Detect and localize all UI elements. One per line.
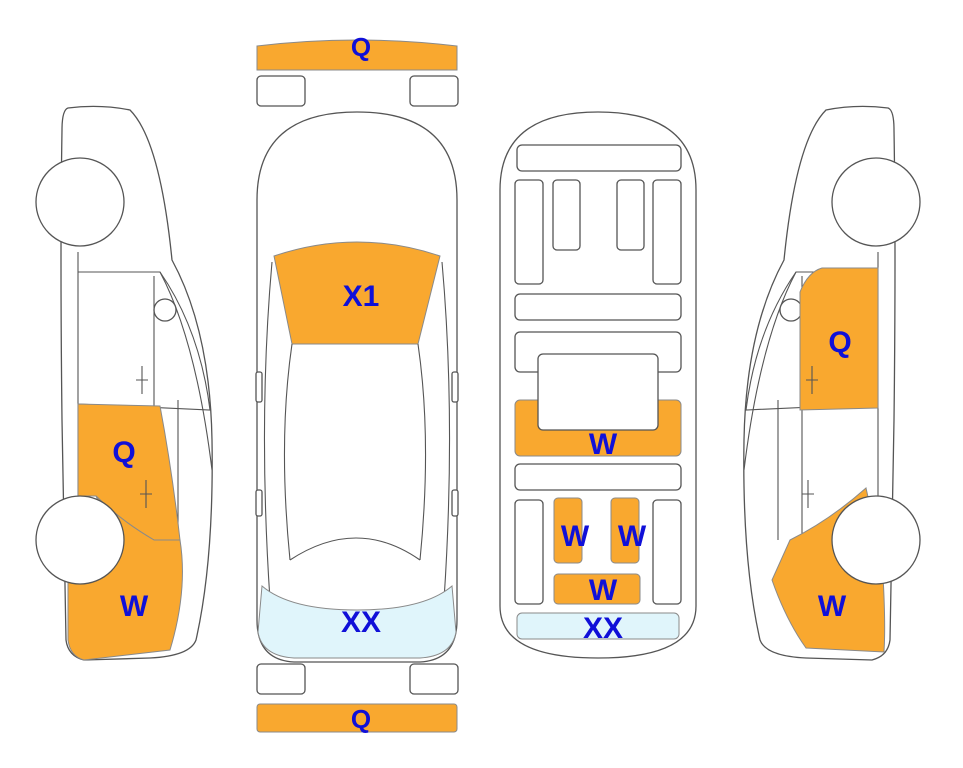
interior-right-seat-shape xyxy=(610,497,640,564)
cabin-left-inner xyxy=(283,343,293,561)
front-left-seat xyxy=(552,179,581,251)
interior-left-seat-zone[interactable]: W xyxy=(553,497,590,564)
right-handle xyxy=(451,489,459,517)
left-mirror xyxy=(153,298,177,322)
right-door-label: Q xyxy=(828,326,851,359)
windshield-shape xyxy=(257,584,457,659)
front-bumper-shape xyxy=(256,39,458,71)
left-pillar xyxy=(159,271,213,471)
interior-right-seat-label: W xyxy=(618,520,647,553)
roof-rear-line xyxy=(289,537,421,561)
hood-label: X1 xyxy=(343,280,380,313)
rear-bench-bar xyxy=(514,463,682,491)
center-console-bar xyxy=(514,293,682,321)
interior-trunk-label: XX xyxy=(583,612,623,645)
right-rear-wheel xyxy=(831,495,921,585)
rear-bumper-shape xyxy=(256,703,458,733)
front-bumper-label: Q xyxy=(351,32,371,62)
front-bumper-zone[interactable]: Q xyxy=(256,32,458,71)
windshield-zone[interactable]: XX xyxy=(257,584,457,659)
cabin-left-line xyxy=(263,261,273,601)
interior-rear-label: W xyxy=(589,574,618,607)
front-left-door-panel xyxy=(514,179,544,285)
left-fender-label: W xyxy=(120,590,149,623)
dashboard xyxy=(516,144,682,172)
right-door-shape xyxy=(799,267,879,411)
rear-left-light xyxy=(256,663,306,695)
hood-shape xyxy=(273,241,441,345)
left-handle-1 xyxy=(136,366,148,394)
right-handle-1 xyxy=(806,366,818,394)
rear-right-light xyxy=(409,663,459,695)
right-mirror xyxy=(779,298,803,322)
front-right-light xyxy=(409,75,459,107)
interior-right-seat-zone[interactable]: W xyxy=(610,497,647,564)
interior-trunk-zone[interactable]: XX xyxy=(516,612,680,645)
sunroof xyxy=(537,353,659,431)
interior-trunk-shape xyxy=(516,612,680,640)
right-handle-2 xyxy=(802,480,814,508)
interior-left-seat-shape xyxy=(553,497,583,564)
left-handle xyxy=(255,489,263,517)
left-door-label: Q xyxy=(112,436,135,469)
windshield-label: XX xyxy=(341,606,381,639)
interior-view: W W W W XX xyxy=(499,111,697,659)
rear-bumper-zone[interactable]: Q xyxy=(256,703,458,734)
left-side-view: Q W xyxy=(35,105,213,661)
interior-rear-shape xyxy=(553,573,641,605)
rear-bumper-label: Q xyxy=(351,704,371,734)
right-fender-label: W xyxy=(818,590,847,623)
left-mirror xyxy=(255,371,263,403)
left-window-line xyxy=(77,271,211,411)
right-side-view: Q W xyxy=(743,105,921,661)
right-pillar xyxy=(743,271,797,471)
front-right-door-panel xyxy=(652,179,682,285)
interior-floor-label: W xyxy=(589,428,618,461)
left-handle-2 xyxy=(140,480,152,508)
interior-left-seat-label: W xyxy=(561,520,590,553)
rear-left-door-panel xyxy=(514,499,544,605)
right-mirror xyxy=(451,371,459,403)
right-front-wheel xyxy=(831,157,921,247)
right-door-zone[interactable]: Q xyxy=(799,267,879,411)
interior-rear-zone[interactable]: W xyxy=(553,573,641,607)
hood-zone[interactable]: X1 xyxy=(273,241,441,345)
rear-right-door-panel xyxy=(652,499,682,605)
cabin-right-line xyxy=(441,261,451,601)
left-front-wheel xyxy=(35,157,125,247)
right-window-line xyxy=(745,271,879,411)
front-right-seat xyxy=(616,179,645,251)
top-view-car: X1 XX xyxy=(255,111,459,663)
cabin-right-inner xyxy=(417,343,427,561)
front-left-light xyxy=(256,75,306,107)
left-rear-wheel xyxy=(35,495,125,585)
